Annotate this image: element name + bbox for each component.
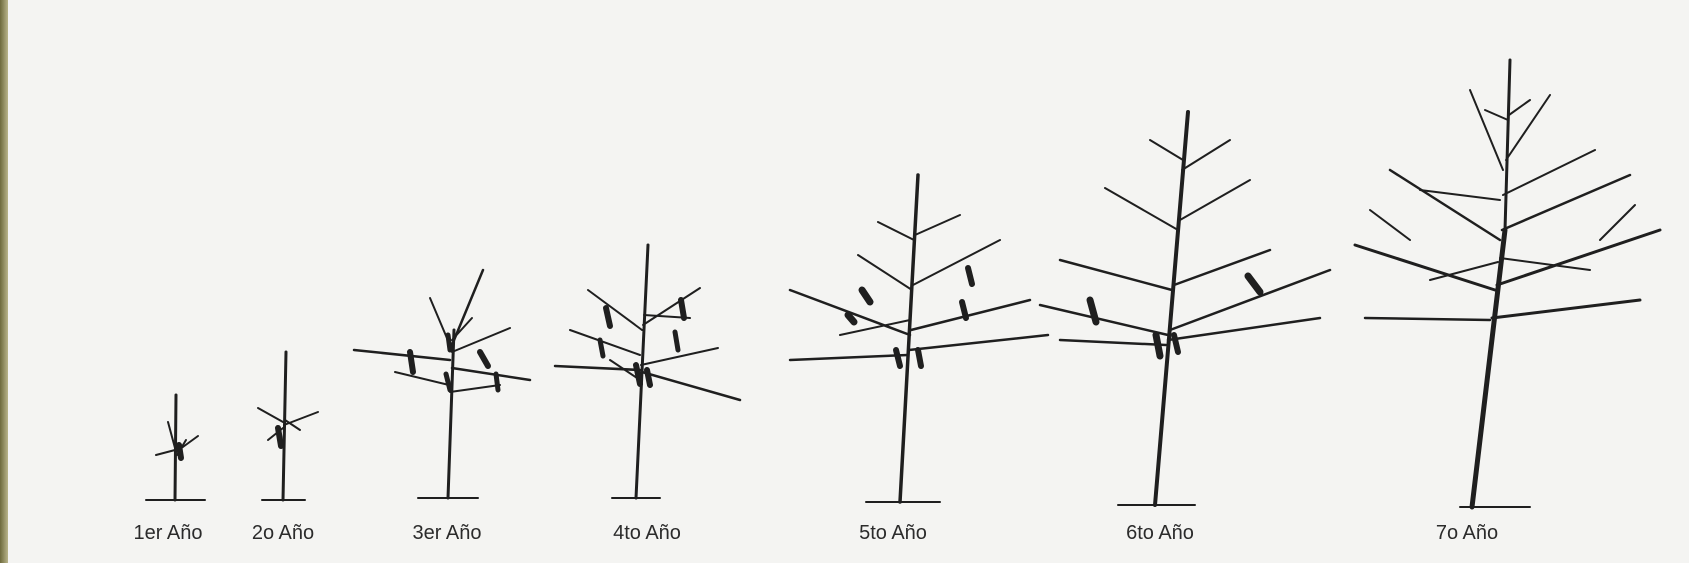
tree-year-2 bbox=[258, 352, 318, 500]
tree-year-5 bbox=[790, 175, 1048, 502]
tree-year-7 bbox=[1355, 60, 1660, 507]
year-label-4: 4to Año bbox=[577, 522, 717, 545]
year-label-5: 5to Año bbox=[823, 522, 963, 545]
year-label-7: 7o Año bbox=[1397, 522, 1537, 545]
tree-year-1 bbox=[146, 395, 205, 500]
year-label-2: 2o Año bbox=[213, 522, 353, 545]
year-label-6: 6to Año bbox=[1090, 522, 1230, 545]
tree-year-4 bbox=[555, 245, 740, 498]
tree-year-6 bbox=[1040, 112, 1330, 505]
tree-year-3 bbox=[354, 270, 530, 498]
year-label-3: 3er Año bbox=[377, 522, 517, 545]
